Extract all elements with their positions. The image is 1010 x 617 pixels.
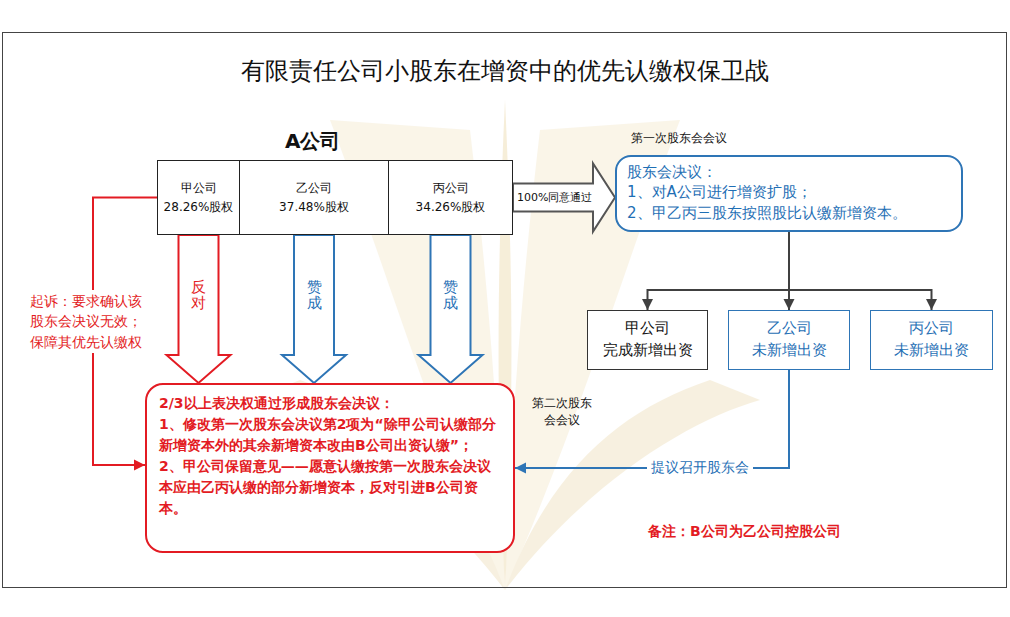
- shareholder-name: 乙公司: [296, 179, 332, 198]
- connector: [789, 232, 937, 310]
- resolution-item: 2、甲公司保留意见——愿意认缴按第一次股东会决议本应由乙丙认缴的部分新增资本，反…: [159, 456, 501, 519]
- company-name: 甲公司: [625, 318, 670, 340]
- shareholder-cell: 丙公司34.26%股权: [388, 160, 513, 235]
- share-ratio: 34.26%股权: [416, 198, 486, 217]
- block-arrow: [419, 235, 483, 383]
- connector: [282, 235, 346, 383]
- shareholder-name: 丙公司: [433, 179, 469, 198]
- resolution-item: 1、对A公司进行增资扩股；: [627, 182, 951, 202]
- frame: [3, 33, 1007, 588]
- company-name: 乙公司: [767, 318, 812, 340]
- resolution-box: 第一次股东会会议股东会决议：1、对A公司进行增资扩股；2、甲乙丙三股东按照股比认…: [615, 155, 963, 232]
- result-text: 完成新增出资: [603, 340, 693, 362]
- share-ratio: 28.26%股权: [164, 198, 234, 217]
- block-arrow: [167, 235, 231, 383]
- connector: [513, 164, 615, 232]
- block-arrow: [282, 235, 346, 383]
- connector: [515, 370, 789, 474]
- arrowhead: [515, 463, 526, 474]
- connector-line: [648, 232, 790, 310]
- share-ratio: 37.48%股权: [279, 198, 349, 217]
- arrowhead: [134, 460, 145, 471]
- connector: [167, 235, 231, 383]
- block-arrow: [513, 164, 615, 232]
- edge-label: 提议召开股东会: [647, 459, 753, 477]
- connector: [642, 232, 789, 310]
- diagram-title: 有限责任公司小股东在增资中的优先认缴权保卫战: [0, 55, 1010, 87]
- company-group: A公司甲公司28.26%股权乙公司37.48%股权丙公司34.26%股权: [157, 160, 513, 235]
- result-text: 未新增出资: [894, 340, 969, 362]
- resolution-heading: 2/3以上表决权通过形成股东会决议：: [159, 393, 501, 414]
- result-box: 丙公司未新增出资: [870, 310, 993, 370]
- arrowhead: [926, 299, 937, 310]
- result-box: 甲公司完成新增出资: [587, 310, 708, 370]
- resolution-item: 1、修改第一次股东会决议第2项为“除甲公司认缴部分新增资本外的其余新增资本改由B…: [159, 414, 501, 456]
- edge-label: 赞成: [443, 279, 458, 312]
- edge-label: 反对: [191, 279, 206, 312]
- edge-label: 赞成: [307, 279, 322, 312]
- connector-line: [789, 232, 932, 310]
- edge-label: 100%同意通过: [517, 190, 592, 205]
- meeting-heading: 第一次股东会会议: [631, 130, 727, 146]
- resolution-heading: 股东会决议：: [627, 162, 951, 182]
- meeting-heading: 第二次股东会会议: [529, 395, 595, 429]
- resolution-item: 2、甲乙丙三股东按照股比认缴新增资本。: [627, 203, 951, 223]
- result-text: 未新增出资: [752, 340, 827, 362]
- result-box: 乙公司未新增出资: [728, 310, 850, 370]
- resolution-box: 第二次股东会会议2/3以上表决权通过形成股东会决议：1、修改第一次股东会决议第2…: [145, 383, 515, 553]
- company-name: 丙公司: [909, 318, 954, 340]
- shareholder-cell: 甲公司28.26%股权: [157, 160, 240, 235]
- arrowhead: [784, 299, 795, 310]
- arrowhead: [642, 299, 653, 310]
- company-heading: A公司: [285, 128, 340, 155]
- connector-line: [515, 370, 789, 468]
- shareholder-cell: 乙公司37.48%股权: [239, 160, 389, 235]
- edge-label: 起诉：要求确认该 股东会决议无效； 保障其优先认缴权: [28, 290, 154, 353]
- connector: [419, 235, 483, 383]
- shareholder-name: 甲公司: [181, 179, 217, 198]
- note-text: 备注：B公司为乙公司控股公司: [648, 523, 841, 541]
